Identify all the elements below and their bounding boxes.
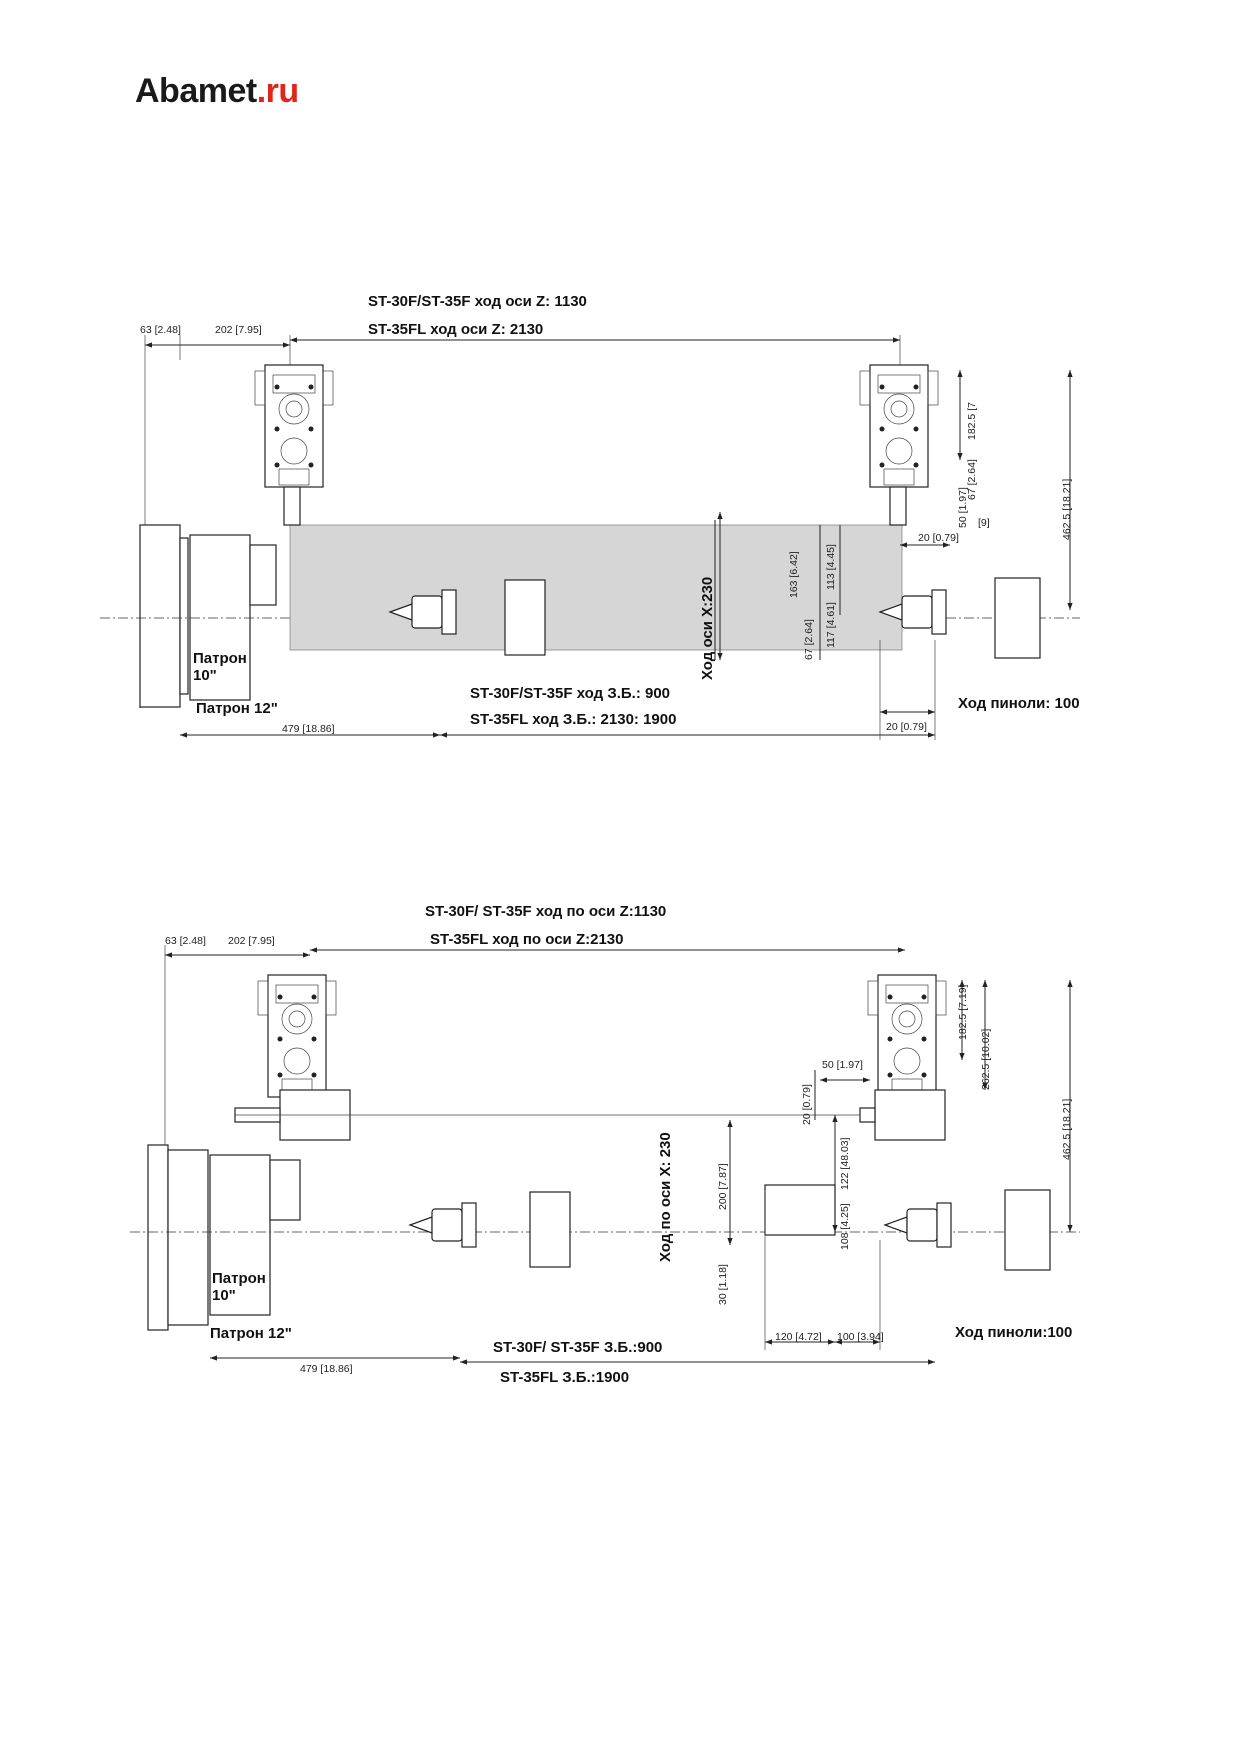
- z-travel-f: ST-30F/ST-35F ход оси Z: 1130: [368, 293, 587, 310]
- headstock: [139, 524, 181, 708]
- center-right-2: [884, 1202, 952, 1248]
- dim-117: 117 [4.61]: [825, 602, 837, 648]
- abamet-logo[interactable]: Abamet.ru: [135, 72, 299, 111]
- turret-left: [254, 364, 334, 488]
- dim-163: 163 [6.42]: [788, 551, 800, 598]
- dim-9: [9]: [978, 517, 990, 529]
- dim-30: 30 [1.18]: [717, 1264, 729, 1305]
- dim-50-2: 50 [1.97]: [822, 1059, 863, 1071]
- quill-travel-2: Ход пиноли:100: [955, 1324, 1072, 1341]
- z-travel-fl: ST-35FL ход оси Z: 2130: [368, 321, 543, 338]
- spindle-flange: [179, 537, 189, 695]
- dim-100: 100 [3.94]: [837, 1331, 884, 1343]
- tailstock-travel-f: ST-30F/ST-35F ход З.Б.: 900: [470, 685, 670, 702]
- z-travel-f-2: ST-30F/ ST-35F ход по оси Z:1130: [425, 903, 666, 920]
- x-travel-area: [289, 524, 903, 651]
- dim-63: 63 [2.48]: [140, 324, 181, 336]
- chuck-10-line2: 10": [193, 667, 217, 684]
- headstock-2: [147, 1144, 169, 1331]
- diagram-bottom: ST-30F/ ST-35F ход по оси Z:1130 ST-35FL…: [130, 903, 1080, 1386]
- dim-122: 122 [48.03]: [839, 1137, 851, 1190]
- dim-200: 200 [7.87]: [717, 1163, 729, 1210]
- chuck-12: [189, 534, 251, 701]
- z-travel-fl-2: ST-35FL ход по оси Z:2130: [430, 931, 623, 948]
- dim-262-5: 262.5 [10.02]: [980, 1029, 992, 1090]
- dim-202: 202 [7.95]: [215, 324, 262, 336]
- dim-202-2: 202 [7.95]: [228, 935, 275, 947]
- turret-right: [859, 364, 939, 488]
- dim-120: 120 [4.72]: [775, 1331, 822, 1343]
- turret-right-2: [867, 974, 947, 1098]
- dim-462-5-2: 462.5 [18.21]: [1061, 1099, 1073, 1160]
- dim-479: 479 [18.86]: [282, 723, 335, 735]
- dim-113: 113 [4.45]: [825, 544, 837, 590]
- dim-20-top: 20 [0.79]: [918, 532, 959, 544]
- diagram-top: ST-30F/ST-35F ход оси Z: 1130 ST-35FL хо…: [100, 293, 1080, 740]
- dim-67-bottom: 67 [2.64]: [803, 619, 815, 660]
- dim-182-5: 182.5 [7: [966, 402, 978, 440]
- center-left-2: [409, 1202, 477, 1248]
- dim-20-bottom: 20 [0.79]: [886, 721, 927, 733]
- tailstock-travel-fl-2: ST-35FL З.Б.:1900: [500, 1369, 629, 1386]
- chuck-10-line1: Патрон: [193, 650, 247, 667]
- chuck-jaw: [249, 544, 277, 606]
- dim-108: 108 [4.25]: [839, 1203, 851, 1250]
- turret-left-2: [257, 974, 337, 1098]
- dim-20-2: 20 [0.79]: [801, 1084, 813, 1125]
- dim-462-5: 462.5 [18.21]: [1061, 479, 1073, 540]
- chuck-12-2-label: Патрон 12": [210, 1325, 292, 1342]
- x-travel-2: Ход по оси X: 230: [657, 1132, 674, 1262]
- dim-50: 50 [1.97]: [957, 487, 969, 528]
- tailstock-travel-f-2: ST-30F/ ST-35F З.Б.:900: [493, 1339, 662, 1356]
- quill-travel: Ход пиноли: 100: [958, 695, 1080, 712]
- dim-67-top: 67 [2.64]: [966, 459, 978, 500]
- chuck-10-2-line2: 10": [212, 1287, 236, 1304]
- logo-suffix: .ru: [256, 72, 299, 110]
- dim-63-2: 63 [2.48]: [165, 935, 206, 947]
- dim-182-5-2: 182.5 [7.19]: [957, 984, 969, 1040]
- chuck-12-2: [209, 1154, 271, 1316]
- x-travel: Ход оси X:230: [699, 577, 716, 680]
- chuck-10-2-line1: Патрон: [212, 1270, 266, 1287]
- tailstock-travel-fl: ST-35FL ход З.Б.: 2130: 1900: [470, 711, 676, 728]
- chuck-12: Патрон 12": [196, 700, 278, 717]
- dim-479-2: 479 [18.86]: [300, 1363, 353, 1375]
- logo-main: Abamet: [135, 72, 257, 110]
